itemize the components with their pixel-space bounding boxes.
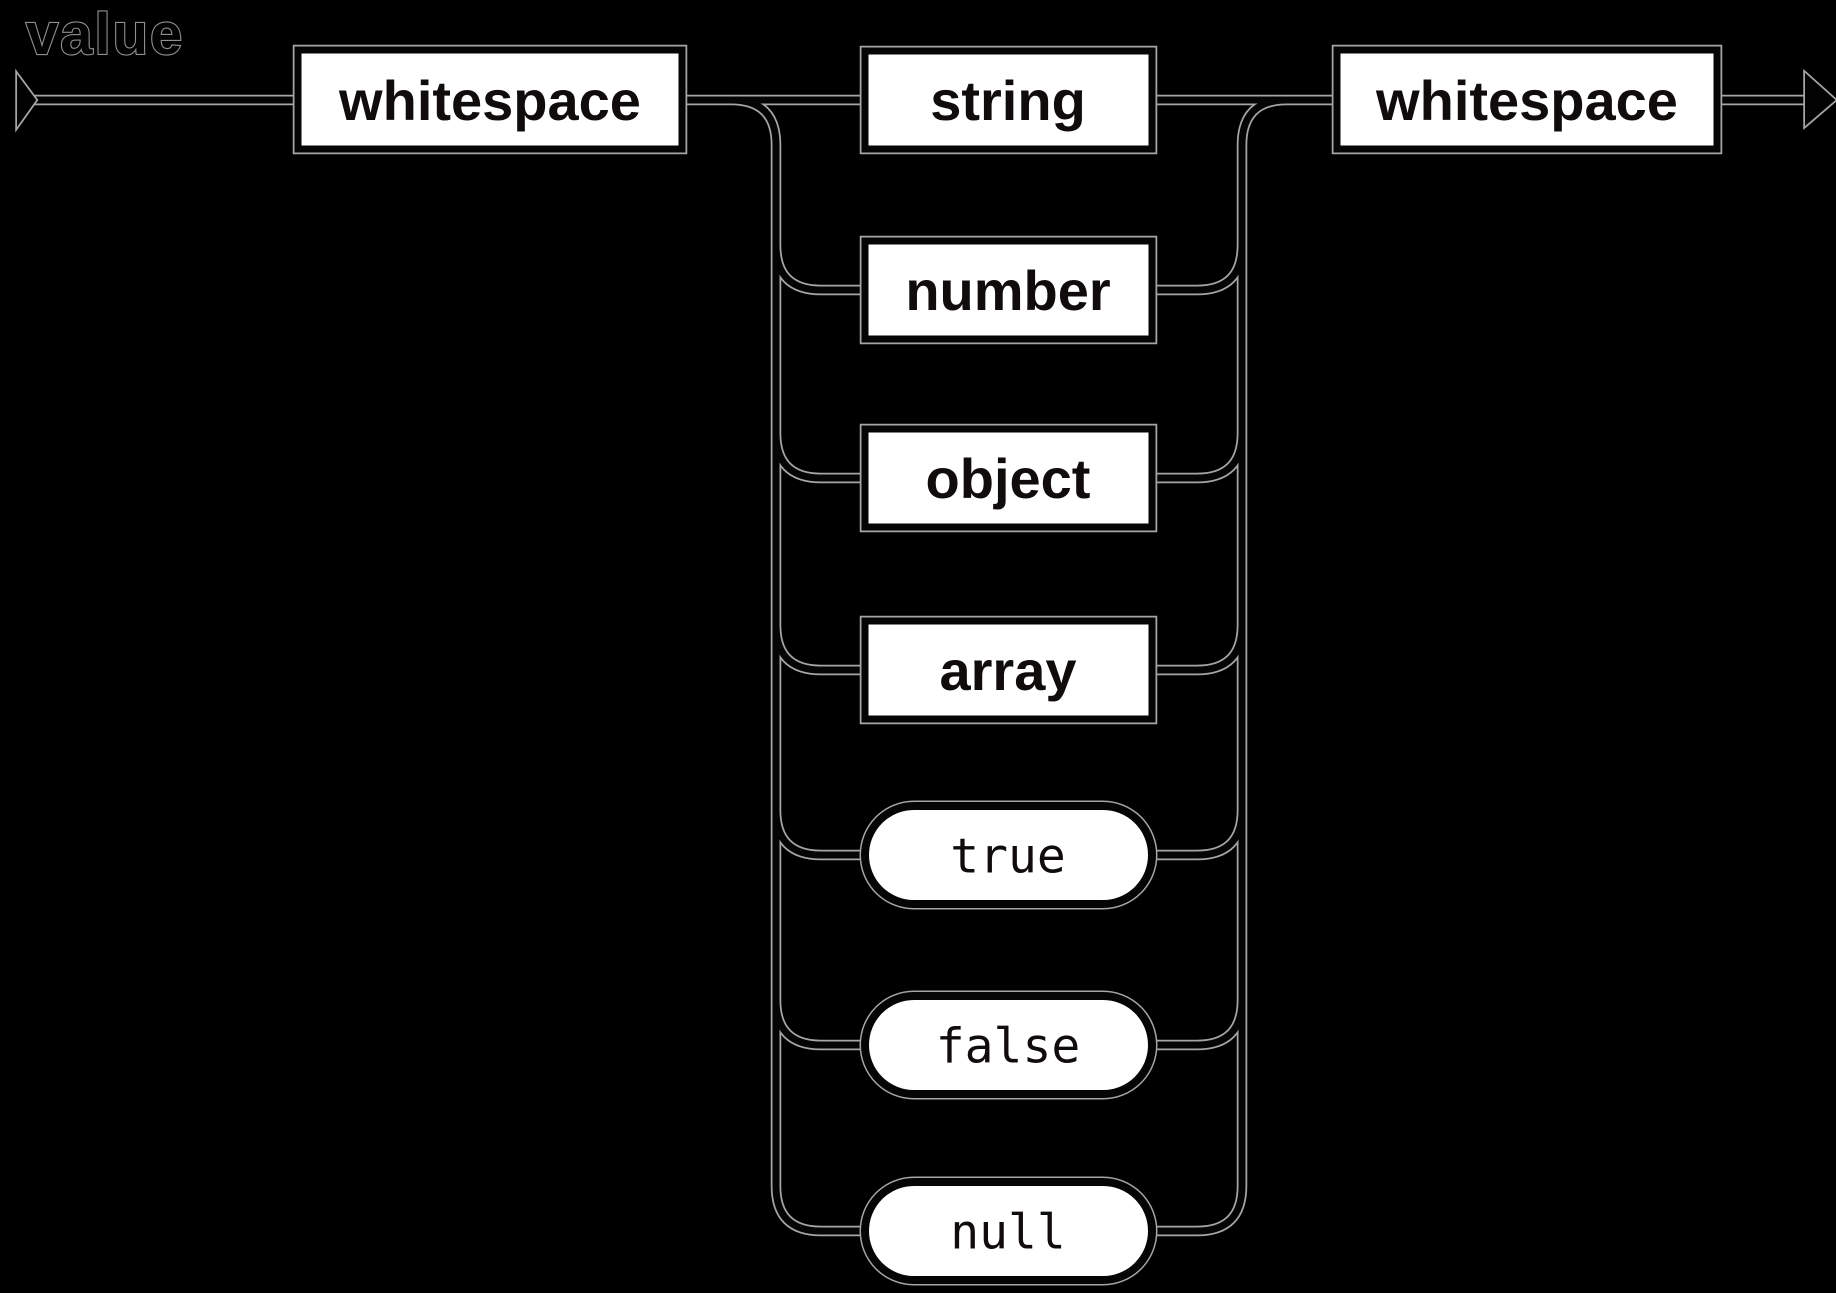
node-false-label: false <box>936 1018 1081 1074</box>
node-whitespace-right: whitespace <box>1331 44 1723 155</box>
node-true-label: true <box>950 828 1066 884</box>
node-string: string <box>859 45 1158 155</box>
node-object-label: object <box>926 447 1091 510</box>
end-arrow-icon <box>1803 68 1836 130</box>
node-whitespace-left-box <box>294 46 686 153</box>
diagram-title: value <box>26 2 184 67</box>
node-number: number <box>859 235 1158 345</box>
node-number-label: number <box>905 259 1110 322</box>
node-string-label: string <box>930 69 1086 132</box>
node-string-box <box>861 47 1156 153</box>
node-object: object <box>859 423 1158 533</box>
node-false: false <box>859 990 1158 1100</box>
node-whitespace-right-box <box>1333 46 1721 153</box>
node-null: null <box>859 1176 1158 1286</box>
end-arrow-shape <box>1805 72 1836 127</box>
node-whitespace-left: whitespace <box>292 44 688 155</box>
node-object-box <box>861 425 1156 531</box>
node-whitespace-right-label: whitespace <box>1375 69 1678 132</box>
node-array-label: array <box>939 639 1076 702</box>
node-true: true <box>859 800 1158 910</box>
node-array-box <box>861 617 1156 723</box>
node-array: array <box>859 615 1158 725</box>
node-null-label: null <box>950 1204 1066 1260</box>
start-arrow-icon <box>15 68 39 133</box>
node-false-box <box>861 992 1156 1098</box>
start-arrow-shape <box>17 73 37 128</box>
node-whitespace-left-label: whitespace <box>338 69 641 132</box>
node-number-box <box>861 237 1156 343</box>
node-true-box <box>861 802 1156 908</box>
node-null-box <box>861 1178 1156 1284</box>
